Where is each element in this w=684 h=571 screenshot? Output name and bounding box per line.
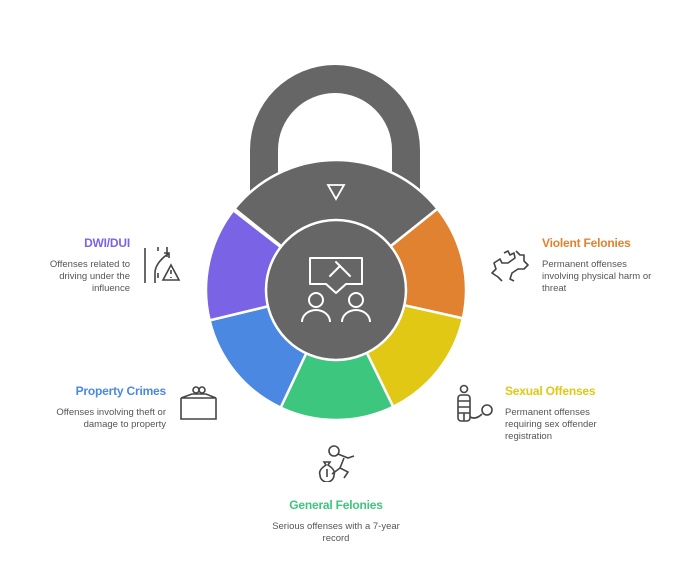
violent-block: Violent Felonies Permanent offenses invo… [542, 236, 657, 295]
property-block: Property Crimes Offenses involving theft… [50, 384, 166, 431]
dwi-title: DWI/DUI [84, 236, 130, 250]
sexual-desc: Permanent offenses requiring sex offende… [505, 407, 597, 442]
gavel-speech-icon [309, 257, 363, 294]
property-desc: Offenses involving theft or damage to pr… [56, 407, 166, 430]
violent-desc: Permanent offenses involving physical ha… [542, 259, 652, 294]
safe-box-icon [180, 386, 217, 420]
lock-shackle [250, 65, 420, 200]
lock-center [264, 218, 408, 362]
two-people-icon [301, 292, 371, 323]
prisoner-ball-chain-icon [457, 384, 493, 422]
property-title: Property Crimes [75, 384, 167, 398]
sexual-title: Sexual Offenses [505, 384, 596, 398]
dwi-desc: Offenses related to driving under the in… [49, 259, 130, 294]
general-block: General Felonies Serious offenses with a… [262, 498, 410, 545]
general-desc: Serious offenses with a 7-year record [272, 521, 400, 544]
dwi-block: DWI/DUI Offenses related to driving unde… [20, 236, 130, 295]
fighting-hands-icon [491, 250, 529, 282]
general-title: General Felonies [289, 498, 383, 512]
sexual-block: Sexual Offenses Permanent offenses requi… [505, 384, 625, 443]
road-warning-icon [144, 247, 181, 283]
violent-title: Violent Felonies [542, 236, 631, 250]
thief-money-bag-icon [318, 445, 355, 482]
triangle-down-icon [326, 184, 346, 201]
